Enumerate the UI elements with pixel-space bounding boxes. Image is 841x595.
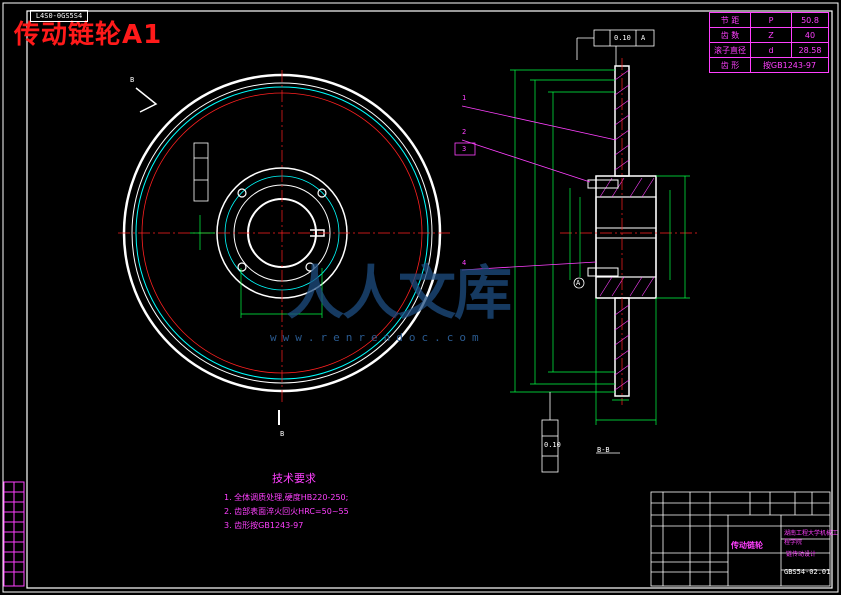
section-mark-b-bottom: B	[280, 430, 285, 438]
param-symbol: Z	[750, 27, 792, 43]
datum-a-label: A	[576, 279, 581, 287]
tolerance-value-side: 0.10	[544, 441, 561, 449]
bolt	[587, 267, 619, 277]
param-value: 50.8	[791, 12, 829, 28]
bolt-hole	[237, 188, 247, 198]
drawing-code-box: L4S0-0GS5S4	[30, 10, 88, 22]
tolerance-value-top: 0.10	[614, 34, 631, 42]
bolt-hole	[305, 262, 315, 272]
tech-item: 3. 齿形按GB1243-97	[224, 521, 304, 530]
title-block-part-name: 传动链轮	[731, 541, 763, 550]
param-name: 滚子直径	[709, 42, 751, 58]
param-symbol: d	[750, 42, 792, 58]
table-row: 滚子直径 d 28.58	[709, 42, 829, 58]
title-block-project: 链传动设计	[786, 551, 817, 558]
hub-bore	[595, 196, 657, 278]
tech-heading: 技术要求	[272, 472, 316, 485]
tech-item: 1. 全体调质处理,硬度HB220-250;	[224, 493, 349, 502]
parameters-table: 节 距 P 50.8 齿 数 Z 40 滚子直径 d 28.58 齿 形 按GB…	[709, 12, 829, 73]
param-name: 齿 形	[709, 57, 751, 73]
front-view	[118, 70, 450, 425]
section-view-label: B-B	[597, 446, 610, 454]
table-row: 齿 形 按GB1243-97	[709, 57, 829, 73]
section-view	[454, 29, 700, 473]
bolt	[587, 179, 619, 189]
leader-label-3: 3	[462, 145, 467, 153]
inner-frame	[26, 10, 833, 589]
title-block-drawing-number: GBS54-02.01	[784, 568, 831, 576]
param-name: 齿 数	[709, 27, 751, 43]
leader-label-4: 4	[462, 259, 467, 267]
tolerance-datum-top: A	[641, 34, 646, 42]
section-cut-mark-top	[135, 87, 158, 113]
title-block	[650, 491, 831, 587]
param-value: 按GB1243-97	[750, 57, 829, 73]
table-row: 齿 数 Z 40	[709, 27, 829, 43]
left-margin-marks	[3, 481, 25, 587]
title-block-organization: 湖南工程大学机械工程学院	[784, 530, 839, 546]
watermark: 人人文库	[286, 259, 512, 327]
param-symbol: P	[750, 12, 792, 28]
param-value: 40	[791, 27, 829, 43]
bolt-hole	[237, 262, 247, 272]
rim-inner-circle	[131, 82, 433, 384]
drawing-title: 传动链轮A1	[14, 20, 163, 50]
hub-body	[595, 175, 657, 299]
watermark-url: www.renrendoc.com	[270, 331, 485, 344]
bolt-hole	[317, 188, 327, 198]
table-row: 节 距 P 50.8	[709, 12, 829, 28]
tech-item: 2. 齿部表面淬火回火HRC=50~55	[224, 507, 349, 516]
section-mark-b-top: B	[130, 76, 135, 84]
param-value: 28.58	[791, 42, 829, 58]
param-name: 节 距	[709, 12, 751, 28]
leader-label-2: 2	[462, 128, 467, 136]
leader-label-1: 1	[462, 94, 467, 102]
